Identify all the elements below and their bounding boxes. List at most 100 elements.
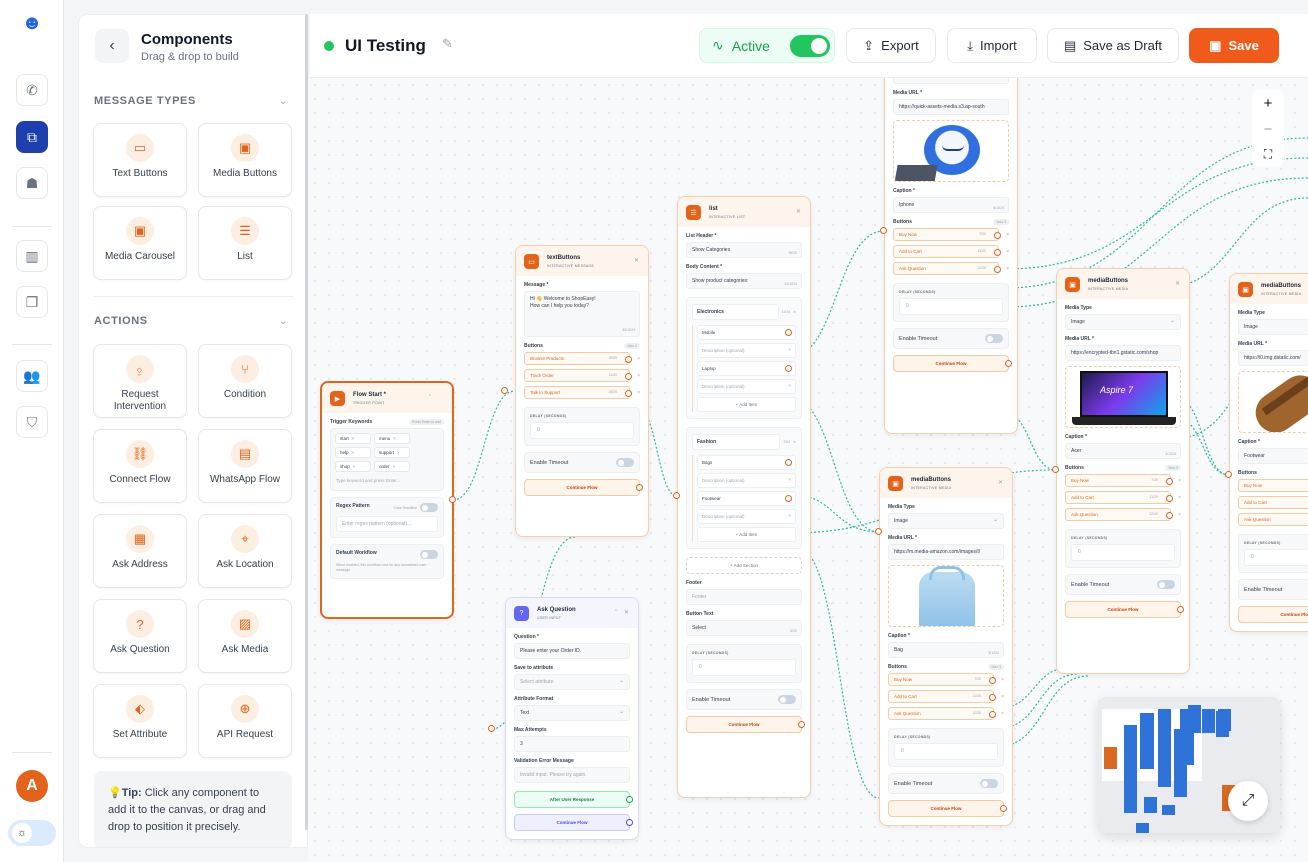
connection-edge[interactable]	[637, 408, 678, 497]
continue-flow-button[interactable]: Continue Flow	[1238, 606, 1308, 623]
flow-canvas[interactable]: ▶Flow Start *TRIGGER POINT⌃Trigger Keywo…	[308, 78, 1308, 862]
connection-handle-input[interactable]	[1052, 466, 1059, 473]
connection-handle[interactable]	[785, 329, 792, 336]
delay-input[interactable]: 0	[530, 422, 634, 439]
connection-edge[interactable]	[1004, 177, 1308, 308]
close-icon[interactable]: ✕	[633, 258, 639, 264]
connection-handle-input[interactable]	[488, 725, 495, 732]
connection-edge[interactable]	[789, 396, 880, 533]
actions-heading[interactable]: ACTIONS	[94, 315, 148, 327]
connection-edge[interactable]	[1176, 417, 1230, 476]
text-input[interactable]: https://encrypted-tbn1.gstatic.com/shop	[1065, 345, 1181, 361]
component-card-condition[interactable]: ⑂Condition	[198, 344, 292, 418]
save-draft-button[interactable]: ▤Save as Draft	[1047, 28, 1179, 63]
remove-chip-icon[interactable]: ×	[351, 436, 355, 441]
remove-icon[interactable]: ×	[1178, 511, 1181, 518]
zoom-out-button[interactable]: −	[1263, 120, 1273, 138]
component-card-ask-question[interactable]: ?Ask Question	[93, 599, 187, 673]
text-input[interactable]: https://i0.img.datatic.com/	[1238, 350, 1308, 366]
keyword-chip[interactable]: shop×	[335, 461, 371, 472]
rail-bot-button[interactable]: ☗	[16, 167, 48, 199]
back-button[interactable]: ‹	[95, 29, 129, 63]
rail-chat-button[interactable]: ❐	[16, 286, 48, 318]
theme-toggle[interactable]: ☼	[8, 820, 56, 846]
select-field[interactable]: Image	[1238, 319, 1308, 335]
list-item[interactable]: Bags	[697, 455, 796, 470]
connection-edge[interactable]	[799, 549, 880, 799]
connection-handle[interactable]	[994, 231, 1001, 239]
panel-scrollbar[interactable]	[305, 14, 308, 830]
pencil-icon[interactable]: ✎	[442, 36, 453, 51]
connection-handle[interactable]	[1166, 477, 1173, 485]
select-field[interactable]: Select attribute	[514, 674, 630, 690]
close-icon[interactable]: ✕	[1174, 281, 1180, 287]
remove-icon[interactable]: ×	[637, 355, 640, 362]
chevron-up-icon[interactable]: ⌃	[613, 609, 618, 615]
connection-handle-output[interactable]	[449, 496, 456, 503]
timeout-toggle[interactable]	[1157, 580, 1175, 589]
connection-handle[interactable]	[1000, 805, 1007, 812]
toggle-switch[interactable]	[420, 550, 438, 559]
text-input[interactable]: Footer	[686, 589, 802, 605]
section-title-input[interactable]: Electronics	[692, 304, 779, 320]
component-card-api-request[interactable]: ⊕API Request	[198, 684, 292, 758]
remove-icon[interactable]: ×	[1001, 710, 1004, 717]
text-input[interactable]: Please enter your Order ID.	[514, 643, 630, 659]
select-field[interactable]: Image	[893, 78, 1009, 84]
continue-flow-button[interactable]: Continue Flow	[524, 479, 643, 496]
text-input[interactable]: Invalid input. Please try again.	[514, 767, 630, 783]
timeout-toggle[interactable]	[616, 458, 634, 467]
remove-icon[interactable]: ×	[637, 372, 640, 379]
timeout-toggle[interactable]	[980, 779, 998, 788]
remove-chip-icon[interactable]: ×	[351, 450, 355, 455]
node-header[interactable]: ▶Flow Start *TRIGGER POINT⌃	[322, 383, 452, 413]
rail-analytics-button[interactable]: ▥	[16, 240, 48, 272]
connection-handle[interactable]	[989, 676, 996, 684]
close-icon[interactable]: ✕	[623, 610, 629, 616]
connection-handle[interactable]	[626, 819, 633, 826]
component-card-ask-media[interactable]: ▨Ask Media	[198, 599, 292, 673]
connection-handle[interactable]	[625, 389, 632, 397]
connection-handle-input[interactable]	[501, 387, 508, 394]
keyword-chip[interactable]: support×	[374, 447, 410, 458]
item-description-input[interactable]: Description (optional)	[697, 379, 796, 394]
list-item[interactable]: Footwear	[697, 491, 796, 506]
node-flow[interactable]: ▶Flow Start *TRIGGER POINT⌃Trigger Keywo…	[320, 381, 454, 619]
text-input[interactable]: https://quick-assets-media.s3.ap-south	[893, 99, 1009, 115]
close-icon[interactable]: ✕	[795, 209, 801, 215]
remove-icon[interactable]: ×	[637, 389, 640, 396]
text-input[interactable]: Footwear8/1024	[1238, 448, 1308, 464]
active-toggle[interactable]	[789, 34, 830, 57]
connection-handle[interactable]	[798, 721, 805, 728]
connection-handle-input[interactable]	[875, 528, 882, 535]
timeout-toggle[interactable]	[985, 334, 1003, 343]
continue-flow-button[interactable]: Continue Flow	[1065, 601, 1184, 618]
connection-handle[interactable]	[1166, 494, 1173, 502]
connection-handle[interactable]	[1166, 511, 1173, 519]
remove-chip-icon[interactable]: ×	[392, 464, 396, 469]
component-card-set-attribute[interactable]: ⬖Set Attribute	[93, 684, 187, 758]
section-title-input[interactable]: Fashion	[692, 434, 781, 450]
component-card-media-buttons[interactable]: ▣Media Buttons	[198, 123, 292, 197]
continue-flow-button[interactable]: Continue Flow	[514, 814, 633, 831]
component-card-text-buttons[interactable]: ▭Text Buttons	[93, 123, 187, 197]
connection-handle[interactable]	[636, 484, 643, 491]
connection-handle-input[interactable]	[880, 227, 887, 234]
connection-handle[interactable]	[785, 495, 792, 502]
